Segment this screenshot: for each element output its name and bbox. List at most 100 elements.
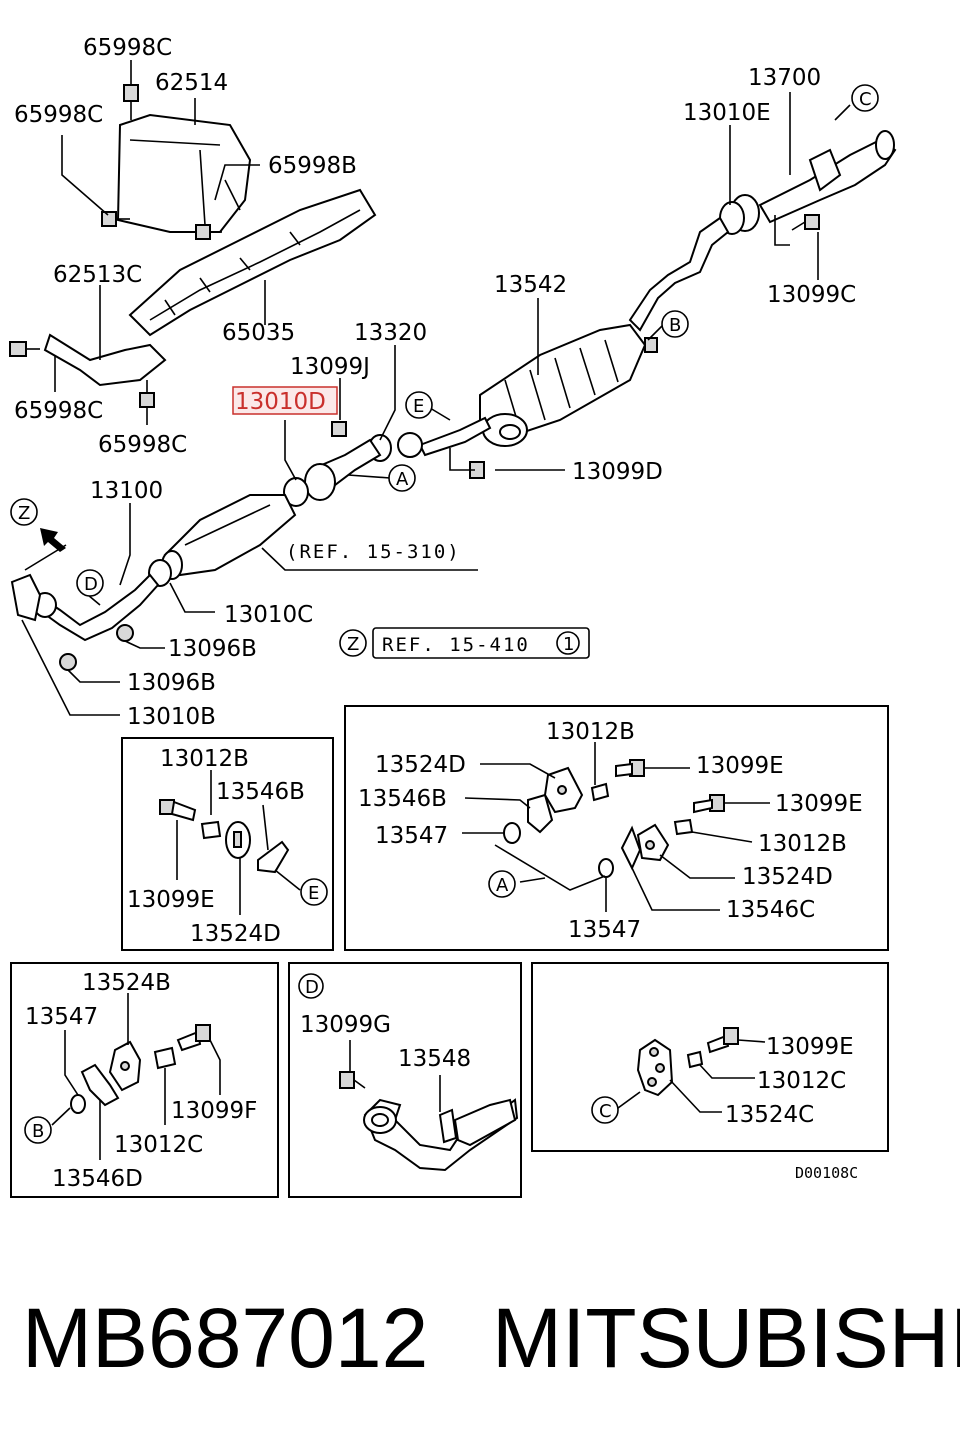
front-pipe-13100	[40, 573, 160, 642]
label-13012c: 13012C	[114, 1132, 203, 1158]
label-13012c: 13012C	[757, 1068, 846, 1094]
label-13012b: 13012B	[546, 719, 635, 745]
gasket-13010d	[304, 463, 336, 501]
gasket-13010b	[10, 573, 42, 622]
detail-box-e	[121, 737, 334, 951]
intermediate-pipe	[628, 216, 730, 332]
heat-shield-65035	[128, 188, 377, 337]
svg-text:A: A	[396, 469, 409, 490]
label-13546b: 13546B	[358, 786, 447, 812]
svg-text:C: C	[859, 89, 872, 110]
label-65998c: 65998C	[14, 102, 103, 128]
label-65998c: 65998C	[14, 398, 103, 424]
label-13100: 13100	[90, 478, 163, 504]
label-13010c: 13010C	[224, 602, 313, 628]
label-65998c: 65998C	[83, 35, 172, 61]
label-13524d: 13524D	[742, 864, 833, 890]
label-62513c: 62513C	[53, 262, 142, 288]
callout-a: A	[388, 464, 416, 492]
detail-c-parts	[636, 1027, 739, 1097]
svg-text:B: B	[32, 1121, 44, 1142]
ref-15-410-box: Z REF. 15-410 1	[339, 627, 590, 659]
label-13524b: 13524B	[82, 970, 171, 996]
label-13547: 13547	[568, 917, 641, 943]
label-13099e: 13099E	[775, 791, 863, 817]
svg-text:E: E	[413, 396, 424, 417]
callout-z: Z	[10, 498, 38, 526]
detail-a-parts	[503, 759, 725, 878]
gasket-13320	[397, 432, 423, 458]
svg-text:Z: Z	[18, 503, 30, 524]
label-13099e: 13099E	[127, 887, 215, 913]
label-13547: 13547	[375, 823, 448, 849]
callout-d: D	[298, 973, 324, 999]
detail-e-parts	[159, 799, 290, 874]
label-13099f: 13099F	[171, 1098, 257, 1124]
svg-text:1: 1	[563, 634, 574, 655]
brand-name: MITSUBISHI	[492, 1291, 960, 1385]
highlight-box	[232, 386, 338, 415]
detail-box-c	[531, 962, 889, 1152]
svg-text:A: A	[496, 875, 509, 896]
label-65998c: 65998C	[98, 432, 187, 458]
ref-15-310: (REF. 15-310)	[286, 541, 461, 563]
label-13524c: 13524C	[725, 1102, 814, 1128]
callout-c: C	[591, 1096, 619, 1124]
label-13524d: 13524D	[375, 752, 466, 778]
svg-text:D: D	[84, 574, 98, 595]
label-13099e: 13099E	[696, 753, 784, 779]
heat-shield-group	[9, 60, 377, 425]
label-65998b: 65998B	[268, 153, 357, 179]
label-13099g: 13099G	[300, 1012, 391, 1038]
label-62514: 62514	[155, 70, 228, 96]
callout-e: E	[405, 391, 433, 419]
label-13012b: 13012B	[758, 831, 847, 857]
bolt-icon	[9, 84, 222, 408]
callout-b: B	[661, 310, 689, 338]
svg-text:E: E	[308, 883, 319, 904]
diagram-code: D00108C	[795, 1164, 858, 1182]
label-13099e: 13099E	[766, 1034, 854, 1060]
label-13548: 13548	[398, 1046, 471, 1072]
svg-text:D: D	[305, 977, 319, 998]
label-13546c: 13546C	[726, 897, 815, 923]
label-13099j: 13099J	[290, 354, 370, 380]
label-13096b: 13096B	[127, 670, 216, 696]
direction-arrow-icon	[40, 528, 66, 552]
heat-shield-62514	[116, 113, 252, 233]
muffler-13542	[479, 323, 647, 447]
callout-a: A	[488, 870, 516, 898]
detail-box-b	[10, 962, 279, 1198]
callout-d: D	[76, 569, 104, 597]
callout-e: E	[300, 878, 328, 906]
label-13542: 13542	[494, 272, 567, 298]
bolt-icon	[59, 214, 820, 671]
label-13099c: 13099C	[767, 282, 856, 308]
exhaust-system	[10, 92, 897, 716]
detail-box-a	[344, 705, 889, 951]
label-13099d: 13099D	[572, 459, 663, 485]
detail-box-d	[288, 962, 522, 1198]
svg-text:REF. 15-410: REF. 15-410	[382, 634, 530, 656]
part-number: MB687012	[22, 1291, 429, 1385]
label-13546b: 13546B	[216, 779, 305, 805]
label-13010b: 13010B	[127, 704, 216, 730]
label-65035: 65035	[222, 320, 295, 346]
callout-c: C	[851, 84, 879, 112]
label-13012b: 13012B	[160, 746, 249, 772]
catalytic-converter	[161, 494, 297, 580]
label-13546d: 13546D	[52, 1166, 143, 1192]
label-13700: 13700	[748, 65, 821, 91]
svg-text:C: C	[599, 1101, 612, 1122]
callout-b: B	[24, 1116, 52, 1144]
label-13096b: 13096B	[168, 636, 257, 662]
detail-b-parts	[70, 1024, 211, 1114]
label-13320: 13320	[354, 320, 427, 346]
footer: MB687012 MITSUBISHI	[0, 1290, 960, 1400]
svg-text:Z: Z	[347, 634, 359, 655]
label-13010d-highlighted: 13010D	[235, 389, 326, 415]
svg-text:B: B	[669, 315, 681, 336]
label-13547: 13547	[25, 1004, 98, 1030]
detail-d-parts	[339, 1071, 519, 1172]
